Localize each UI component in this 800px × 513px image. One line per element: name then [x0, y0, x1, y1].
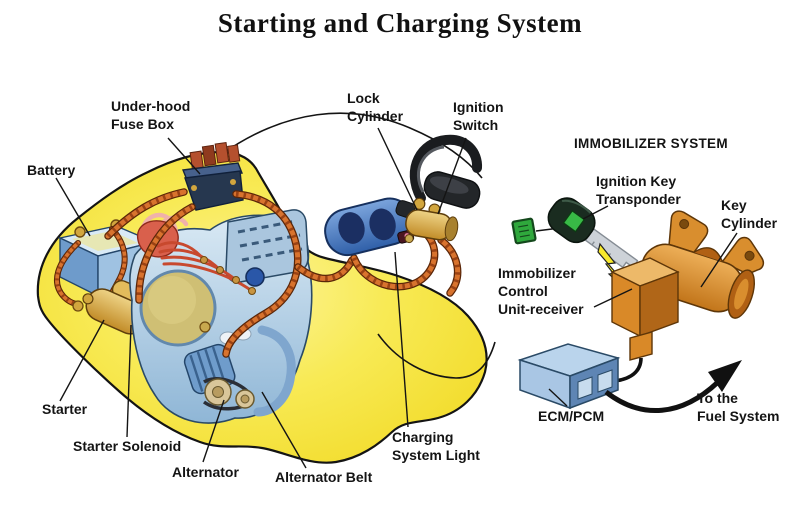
immobilizer-control-unit — [610, 257, 680, 361]
label-battery: Battery — [27, 162, 76, 178]
ecm-connector-port — [597, 369, 613, 393]
label-immobilizer-control-unit: Immobilizer Control Unit-receiver — [498, 265, 584, 317]
ignition-key — [547, 197, 639, 270]
leader-lines — [55, 127, 738, 469]
page-title: Starting and Charging System — [217, 8, 583, 38]
hood-contour-line — [221, 112, 483, 179]
fuse — [227, 144, 241, 163]
fender-contour-line — [377, 333, 496, 379]
label-underhood-fuse-box: Under-hood Fuse Box — [111, 98, 191, 132]
gauge — [338, 212, 365, 244]
ecm-connector-port — [577, 376, 593, 400]
label-charging-system-light: Charging System Light — [392, 429, 480, 463]
immobilizer-system-heading: IMMOBILIZER SYSTEM — [574, 136, 728, 151]
fuse — [214, 141, 230, 164]
fuse — [201, 144, 217, 167]
label-key-cylinder: Key Cylinder — [721, 197, 778, 231]
label-alternator: Alternator — [172, 464, 239, 480]
transponder-chip — [511, 217, 537, 245]
oil-cap — [245, 267, 265, 287]
fuse-box-illustration — [182, 141, 244, 211]
label-alternator-belt: Alternator Belt — [275, 469, 373, 485]
battery-terminal — [74, 226, 86, 238]
label-starter: Starter — [42, 401, 88, 417]
instrument-cluster — [324, 197, 415, 257]
lock-cylinder-ignition-switch — [395, 197, 459, 244]
label-starter-solenoid: Starter Solenoid — [73, 438, 182, 454]
label-lock-cylinder: Lock Cylinder — [347, 90, 404, 124]
to-fuel-system-arrow-icon — [604, 360, 742, 413]
label-ecm-pcm: ECM/PCM — [538, 408, 605, 424]
label-to-fuel-system: To the Fuel System — [697, 390, 780, 424]
alternator-illustration — [183, 327, 255, 411]
gauge — [369, 208, 396, 241]
label-ignition-switch: Ignition Switch — [453, 99, 504, 133]
key-cylinder-illustration — [640, 210, 765, 319]
key-transponder-chip — [562, 209, 586, 233]
battery-ground-cable — [57, 243, 84, 312]
ignition-switch-part — [404, 197, 459, 244]
label-ignition-key-transponder: Ignition Key Transponder — [596, 173, 681, 207]
steering-column — [409, 134, 482, 209]
ecm-pcm-illustration — [517, 343, 621, 410]
fuse — [189, 150, 204, 171]
